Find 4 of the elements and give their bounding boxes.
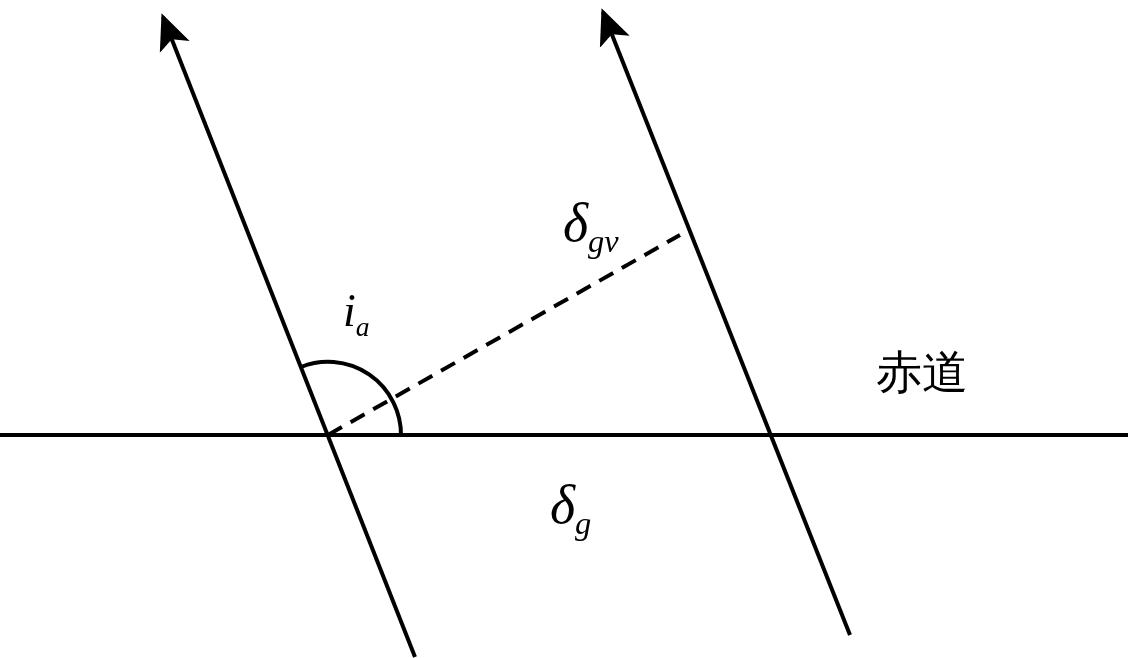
distance-label: δ$_{gv}$ xyxy=(563,196,619,258)
distance-label: δ$_{g}$ xyxy=(550,478,592,540)
equator-label: 赤道 xyxy=(876,350,968,396)
angle-label: i$_{a}$ xyxy=(343,288,370,341)
